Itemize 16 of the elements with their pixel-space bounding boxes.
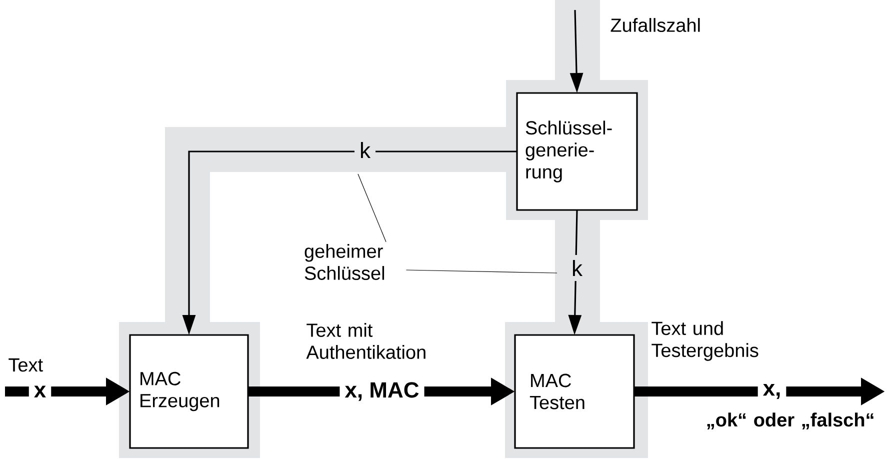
edge-label: k bbox=[354, 137, 376, 163]
edge-label: x bbox=[28, 380, 52, 402]
caption-text: Text und Testergebnis bbox=[652, 321, 758, 361]
process-box: MAC Testen bbox=[514, 334, 635, 449]
edge-label: k bbox=[566, 255, 588, 281]
leader-line bbox=[358, 174, 386, 242]
annotation-text: geheimer Schlüssel bbox=[304, 244, 384, 280]
leader-line bbox=[406, 270, 558, 274]
process-box: Schlüssel- generie- rung bbox=[516, 92, 638, 211]
edge-label: x, bbox=[758, 379, 786, 404]
edge-label: x, MAC bbox=[340, 377, 424, 406]
caption-text: Text bbox=[8, 358, 43, 372]
process-box: MAC Erzeugen bbox=[129, 334, 249, 449]
caption-text: „ok“ oder „falsch“ bbox=[707, 412, 874, 430]
caption-text: Text mit Authentikation bbox=[306, 323, 426, 359]
caption-text: Zufallszahl bbox=[610, 18, 700, 32]
